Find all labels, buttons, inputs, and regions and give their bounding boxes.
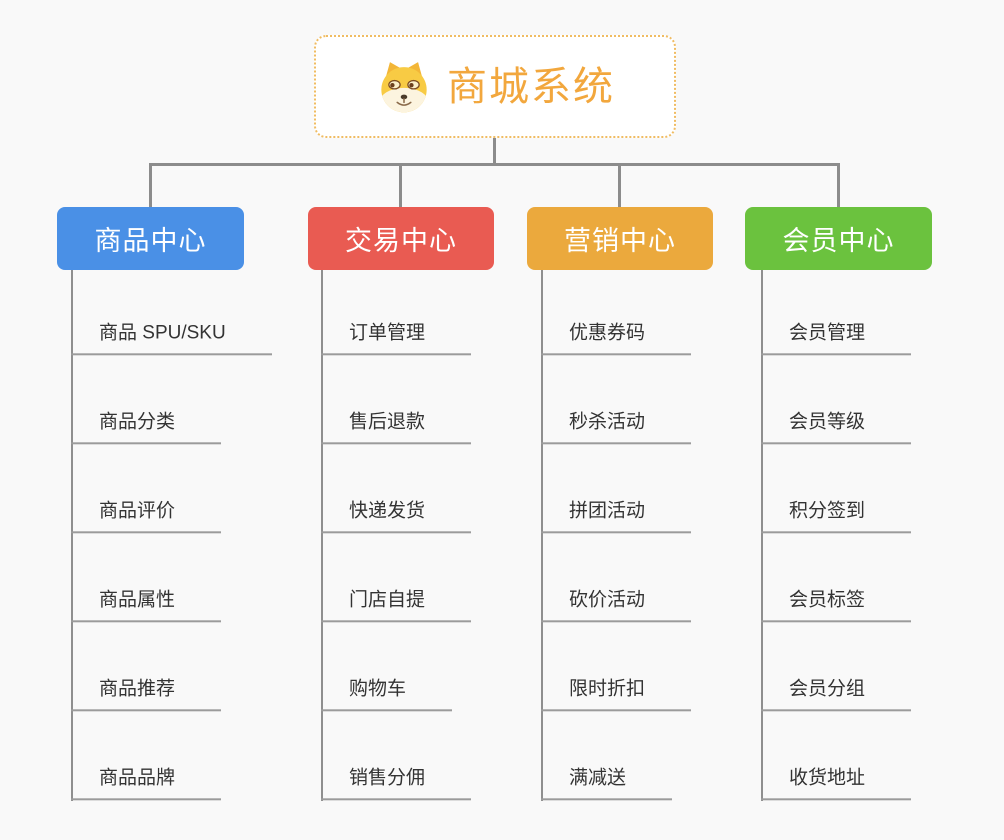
- child-node[interactable]: 售后退款: [321, 410, 472, 444]
- child-node[interactable]: 商品品牌: [71, 766, 222, 800]
- child-node[interactable]: 会员等级: [761, 410, 912, 444]
- child-node[interactable]: 商品属性: [71, 588, 222, 622]
- child-node[interactable]: 商品评价: [71, 499, 222, 533]
- child-node[interactable]: 商品推荐: [71, 677, 222, 711]
- child-node[interactable]: 满减送: [541, 766, 673, 800]
- child-node[interactable]: 会员管理: [761, 321, 912, 355]
- branch-label: 营销中心: [564, 226, 676, 256]
- child-node[interactable]: 快递发货: [321, 499, 472, 533]
- child-node[interactable]: 积分签到: [761, 499, 912, 533]
- child-node[interactable]: 优惠券码: [541, 321, 692, 355]
- root-node[interactable]: 商城系统: [314, 35, 676, 138]
- connector-drop-4: [837, 165, 840, 207]
- child-node[interactable]: 商品分类: [71, 410, 222, 444]
- child-node[interactable]: 秒杀活动: [541, 410, 692, 444]
- branch-node-1[interactable]: 商品中心: [57, 207, 244, 270]
- child-node[interactable]: 门店自提: [321, 588, 472, 622]
- branch-node-2[interactable]: 交易中心: [308, 207, 494, 270]
- child-node[interactable]: 砍价活动: [541, 588, 692, 622]
- connector-root-stem: [493, 138, 496, 165]
- child-node[interactable]: 限时折扣: [541, 677, 692, 711]
- dog-icon: [375, 58, 433, 116]
- branch-node-3[interactable]: 营销中心: [527, 207, 713, 270]
- child-node[interactable]: 会员分组: [761, 677, 912, 711]
- root-title: 商城系统: [447, 64, 615, 109]
- branch-label: 会员中心: [782, 226, 895, 256]
- child-node[interactable]: 销售分佣: [321, 766, 472, 800]
- branch-node-4[interactable]: 会员中心: [745, 207, 932, 270]
- child-node[interactable]: 收货地址: [761, 766, 912, 800]
- child-node[interactable]: 订单管理: [321, 321, 472, 355]
- child-node[interactable]: 拼团活动: [541, 499, 692, 533]
- connector-drop-3: [618, 165, 621, 207]
- branch-label: 交易中心: [345, 226, 457, 256]
- connector-rail: [149, 163, 840, 166]
- child-node[interactable]: 购物车: [321, 677, 453, 711]
- child-node[interactable]: 会员标签: [761, 588, 912, 622]
- child-node[interactable]: 商品 SPU/SKU: [71, 321, 272, 355]
- connector-drop-2: [399, 165, 402, 207]
- branch-label: 商品中心: [94, 226, 207, 256]
- connector-drop-1: [149, 165, 152, 207]
